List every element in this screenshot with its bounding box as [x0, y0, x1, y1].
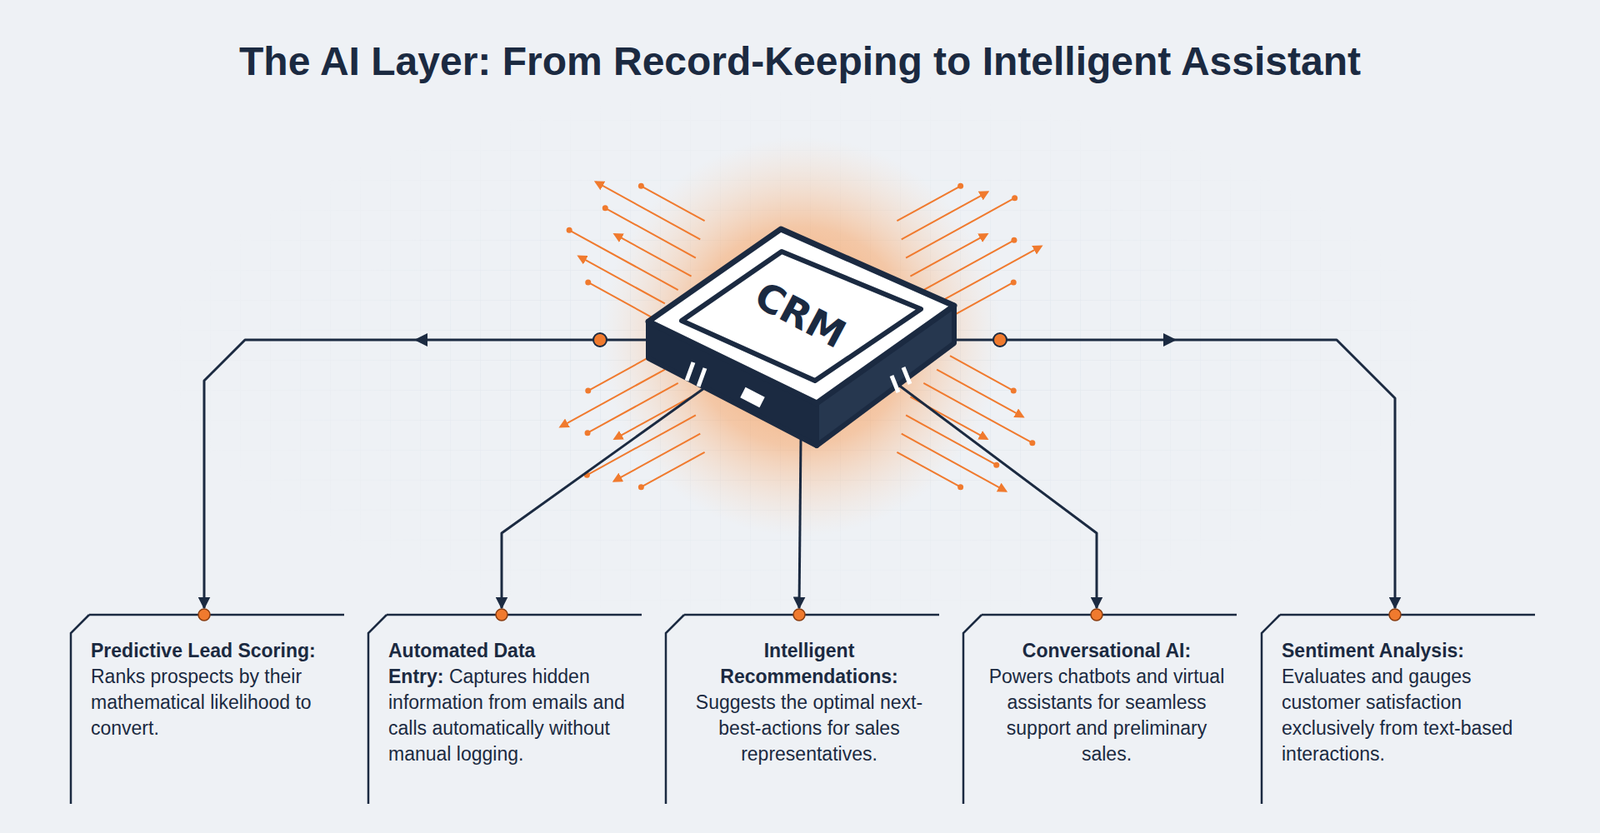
ray [615, 234, 692, 277]
ray-dot [638, 484, 645, 490]
feature-box: Predictive Lead Scoring:Ranks prospects … [69, 615, 345, 805]
ray [950, 282, 1014, 318]
ray [950, 355, 1014, 391]
ray [905, 415, 997, 465]
box-text: Intelligent Recommendations:Suggests the… [664, 615, 940, 776]
ray [614, 434, 700, 482]
ray [936, 370, 1023, 418]
feature-box: Sentiment Analysis:Evaluates and gauges … [1260, 615, 1535, 805]
feature-box: Conversational AI:Powers chatbots and vi… [961, 615, 1237, 805]
ray [588, 282, 652, 318]
box-text: Automated Data Entry:Captures hidden inf… [366, 615, 642, 776]
box-heading: Sentiment Analysis: [1281, 638, 1529, 665]
ray-dot [957, 183, 964, 190]
ray-dot [1011, 195, 1018, 201]
connector [954, 340, 1395, 609]
ray-dot [1010, 279, 1017, 285]
ray-dot [585, 279, 591, 285]
box-body: Ranks prospects by their mathematical li… [90, 664, 338, 742]
box-heading: Intelligent Recommendations: [685, 638, 933, 690]
ray-dot [638, 183, 645, 190]
connector [204, 340, 649, 609]
ray-dot [1010, 388, 1017, 395]
grid [166, 91, 1434, 625]
ray [588, 355, 652, 391]
ray [587, 383, 679, 434]
ray [640, 185, 705, 221]
flow-arrow [414, 333, 428, 347]
title: The AI Layer: From Record-Keeping to Int… [0, 38, 1600, 85]
feature-box: Intelligent Recommendations:Suggests the… [664, 615, 940, 805]
connector [501, 388, 705, 609]
ray-dot [1010, 237, 1017, 244]
box-text: Predictive Lead Scoring:Ranks prospects … [69, 615, 345, 750]
ray [896, 185, 960, 221]
ray-dot [585, 388, 591, 395]
crm-chip: CRM [641, 220, 959, 450]
box-body: Evaluates and gauges customer satisfacti… [1281, 664, 1529, 768]
ray [605, 208, 696, 259]
feature-box: Automated Data Entry:Captures hidden inf… [366, 615, 642, 805]
ray-dot [1029, 440, 1035, 446]
connector-dot [593, 333, 607, 347]
ray [640, 452, 705, 488]
connector [799, 438, 801, 609]
box-text: Sentiment Analysis:Evaluates and gauges … [1260, 615, 1535, 776]
box-body: Suggests the optimal next-best-actions f… [685, 690, 933, 768]
ray-dot [585, 430, 591, 436]
ray [910, 234, 987, 277]
box-heading: Conversational AI: [983, 638, 1230, 665]
ray-dot [566, 227, 573, 234]
ray-dot [957, 484, 964, 490]
box-body: Powers chatbots and virtual assistants f… [983, 664, 1230, 768]
ray-dot [993, 462, 1000, 469]
ray [901, 192, 988, 240]
ray [923, 240, 1015, 290]
ray-dot [602, 205, 609, 211]
ray [896, 452, 960, 488]
box-text: Conversational AI:Powers chatbots and vi… [961, 615, 1237, 776]
box-heading: Predictive Lead Scoring: [90, 638, 338, 665]
flow-arrow [1163, 333, 1177, 347]
connector-dot [993, 333, 1007, 347]
ray [615, 396, 692, 440]
connector [898, 385, 1097, 609]
ray [578, 256, 665, 305]
